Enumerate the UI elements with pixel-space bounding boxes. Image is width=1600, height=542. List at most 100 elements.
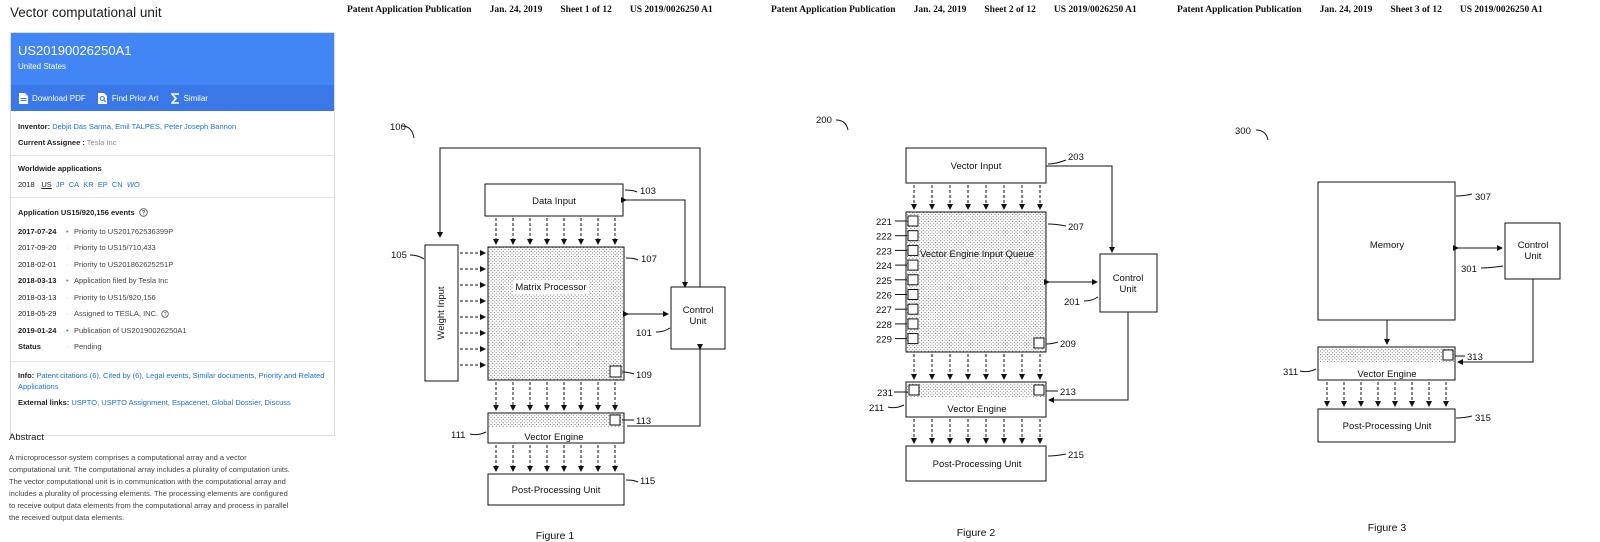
svg-text:113: 113 [636, 416, 651, 427]
svg-text:300: 300 [1235, 126, 1251, 137]
abstract-text: A microprocessor system comprises a comp… [9, 453, 290, 522]
svg-text:107: 107 [641, 254, 657, 265]
fig1-data-input: Data Input [532, 196, 576, 207]
fig2-lane-marker [907, 289, 919, 300]
figure-3: 300 Memory 307 Control Unit 301 Vector E… [1235, 126, 1561, 534]
fig1-weight-input-box [424, 244, 459, 382]
country-kr[interactable]: KR [83, 180, 94, 189]
fig3-control-unit-box [1504, 222, 1561, 280]
svg-text:103: 103 [640, 186, 656, 197]
worldwide-applications: Worldwide applications 2018 · US JP CA K… [11, 156, 334, 198]
external-links-label: External links: [18, 398, 70, 407]
svg-text:115: 115 [640, 476, 655, 487]
svg-text:211: 211 [869, 403, 884, 414]
inventors-link[interactable]: Debjit Das Sarma, Emil TALPES, Peter Jos… [52, 122, 237, 131]
info-section: Info: Patent citations (6), Cited by (6)… [11, 362, 334, 421]
fig1-post-processing-label: Post-Processing Unit [512, 485, 601, 496]
fig2-lane-ref: 225 [876, 276, 892, 287]
find-prior-art-button[interactable]: Find Prior Art [97, 92, 159, 104]
fig1-ref: 100 [390, 122, 406, 133]
country-cn[interactable]: CN [111, 180, 123, 189]
patent-info-pane: Vector computational unit US20190026250A… [0, 0, 340, 542]
fig1-weight-input: Weight Input [436, 286, 447, 340]
people-section: Inventor: Debjit Das Sarma, Emil TALPES,… [11, 111, 334, 156]
svg-text:200: 200 [816, 115, 832, 126]
svg-text:207: 207 [1068, 222, 1084, 233]
event-row: 2018-02-01·Priority to US201862625251P [18, 259, 174, 269]
fig2-caption: Figure 2 [957, 527, 996, 539]
svg-text:105: 105 [391, 250, 407, 261]
svg-text:231: 231 [877, 388, 893, 399]
event-row: 2017-07-24•Priority to US201762536399P [18, 226, 174, 236]
info-links[interactable]: Patent citations (6), Cited by (6), Lega… [18, 371, 325, 391]
event-row: 2018-05-29·Assigned to TESLA, INC. ? [18, 306, 327, 323]
fig2-post-processing-label: Post-Processing Unit [933, 459, 1022, 470]
patent-country: United States [18, 62, 67, 71]
svg-text:Control: Control [1113, 273, 1144, 284]
fig2-lane-marker [907, 333, 919, 345]
external-links[interactable]: USPTO, USPTO Assignment, Espacenet, Glob… [71, 398, 291, 407]
similar-button[interactable]: Similar [170, 92, 208, 104]
download-pdf-button[interactable]: Download PDF [19, 92, 86, 104]
sigma-icon [170, 92, 179, 104]
event-row: 2019-01-24•Publication of US20190026250A… [18, 325, 187, 335]
fig2-vector-engine-label: Vector Engine [947, 404, 1006, 415]
svg-text:Unit: Unit [690, 316, 707, 327]
assignee-label: Current Assignee : [18, 138, 85, 147]
svg-text:215: 215 [1068, 450, 1084, 461]
fig2-lane-marker [907, 230, 919, 242]
fig1-post-processing-box [487, 473, 625, 506]
events-title: Application US15/920,156 events ? [18, 208, 327, 217]
worldwide-row: 2018 · US JP CA KR EP CN WO [18, 180, 327, 189]
fig2-lane-ref: 226 [876, 291, 892, 302]
svg-text:307: 307 [1475, 192, 1491, 203]
page-title: Vector computational unit [10, 5, 162, 20]
country-wo[interactable]: WO [126, 180, 140, 189]
pdf-icon [19, 92, 28, 104]
country-jp[interactable]: JP [55, 180, 65, 189]
country-us[interactable]: US [41, 180, 52, 189]
figure-2: 200 Vector Input 203 Vector Engine Input… [816, 115, 1158, 539]
svg-text:315: 315 [1475, 413, 1491, 424]
country-ep[interactable]: EP [97, 180, 108, 189]
event-row: 2017-09-20·Priority to US15/710,433 [18, 243, 156, 253]
svg-text:Control: Control [683, 305, 714, 316]
figure-1: 100 Data Input 103 Weight Input 105 Matr… [390, 122, 726, 542]
svg-text:213: 213 [1060, 387, 1076, 398]
abstract-title: Abstract [9, 432, 44, 443]
info-icon[interactable]: ? [161, 310, 169, 318]
svg-text:111: 111 [451, 430, 465, 441]
fig2-vector-input: Vector Input [951, 161, 1002, 172]
svg-text:109: 109 [636, 370, 652, 381]
patent-summary-card: US20190026250A1 United States Download P… [10, 32, 335, 436]
fig2-lane-marker [907, 274, 919, 286]
fig3-memory-label: Memory [1370, 240, 1405, 251]
fig2-lane-ref: 222 [876, 232, 892, 243]
svg-text:201: 201 [1064, 297, 1080, 308]
fig2-lane-marker [907, 244, 919, 256]
worldwide-title: Worldwide applications [18, 164, 102, 173]
svg-text:Unit: Unit [1525, 251, 1542, 262]
info-label: Info: [18, 371, 35, 380]
fig2-lane-ref: 227 [876, 305, 892, 316]
status-value: Pending [74, 342, 102, 352]
fig2-lane-ref: 228 [876, 320, 892, 331]
fig1-caption: Figure 1 [536, 530, 575, 542]
inventor-label: Inventor: [18, 122, 51, 131]
status-row: Status·Pending [18, 342, 102, 352]
svg-text:Unit: Unit [1120, 284, 1137, 295]
fig2-lane-ref: 221 [876, 217, 892, 228]
svg-text:301: 301 [1461, 264, 1477, 275]
worldwide-separator: · [36, 180, 40, 189]
application-events: Application US15/920,156 events ? 2017-0… [11, 198, 334, 362]
fig2-lane-ref: 224 [876, 261, 892, 272]
help-icon[interactable]: ? [138, 208, 148, 217]
fig1-vector-engine-label: Vector Engine [524, 432, 583, 443]
country-ca[interactable]: CA [68, 180, 80, 189]
svg-text:313: 313 [1467, 352, 1483, 363]
fig2-queue-label: Vector Engine Input Queue [920, 249, 1034, 260]
assignee-value: Tesla Inc [86, 138, 117, 147]
